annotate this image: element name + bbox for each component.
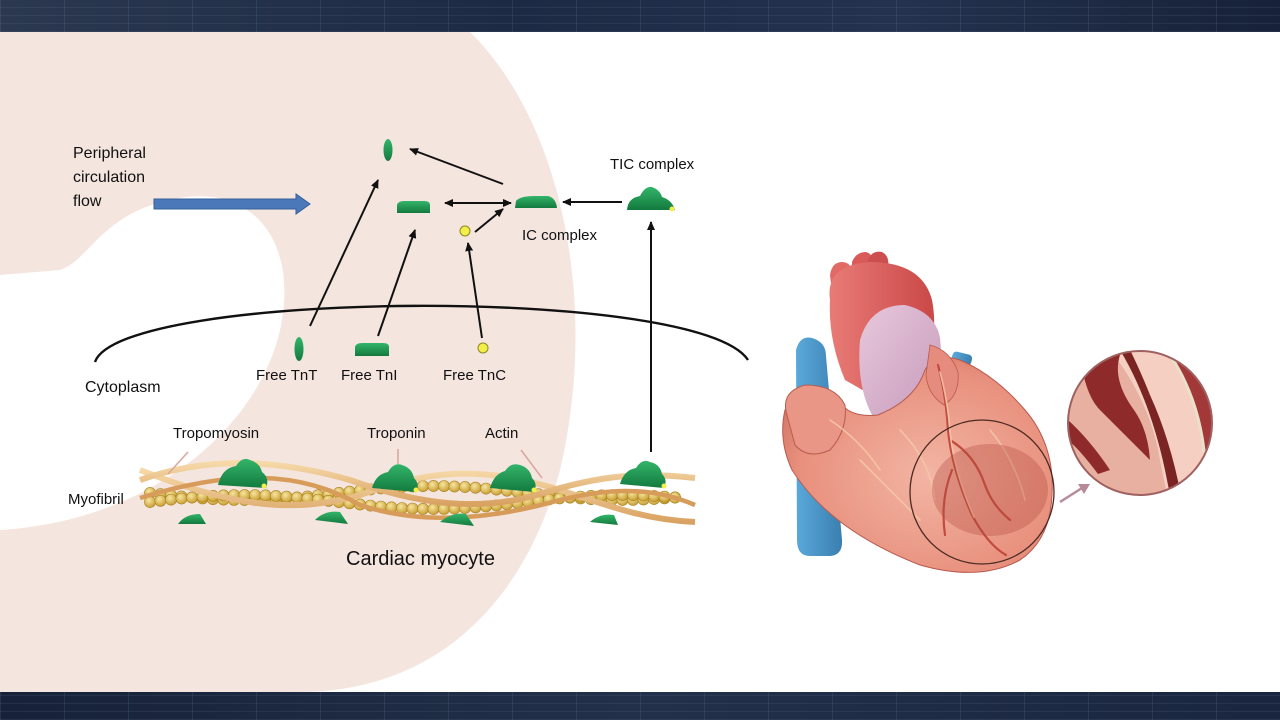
- actin-bead: [186, 491, 198, 504]
- ic-complex-label: IC complex: [522, 227, 598, 244]
- cytoplasm-label: Cytoplasm: [85, 379, 161, 396]
- actin-bead: [438, 480, 450, 492]
- actin-bead: [249, 489, 261, 501]
- pathway-arrows: [309, 148, 655, 452]
- zoom-lens-outline: [909, 419, 1055, 565]
- tropomyosin-label: Tropomyosin: [173, 425, 260, 442]
- ic-complex-icon: [515, 196, 557, 208]
- actin-bead: [406, 502, 419, 515]
- actin-bead: [417, 502, 429, 515]
- free-tni-label: Free TnI: [341, 367, 398, 384]
- bottom-banner: [0, 692, 1280, 720]
- flow-label-line-2: circulation: [73, 169, 146, 186]
- top-banner: [0, 0, 1280, 32]
- myofibril-strand: [138, 458, 696, 526]
- tnc-subunit-icon: [459, 225, 471, 237]
- flow-label-line-1: Peripheral: [73, 145, 146, 162]
- tni-subunit-icon: [397, 201, 430, 213]
- free-tni-icon: [355, 343, 389, 356]
- tnt-subunit-icon: [383, 139, 393, 161]
- tic-complex-icon: [627, 186, 675, 212]
- actin-bead: [280, 490, 293, 503]
- actin-bead: [480, 482, 492, 495]
- free-tnt-label: Free TnT: [256, 367, 318, 384]
- tic-complex-label: TIC complex: [610, 156, 695, 173]
- flow-label-line-3: flow: [73, 193, 102, 210]
- myofibril-label: Myofibril: [68, 491, 124, 508]
- actin-bead: [427, 503, 440, 515]
- heart-illustration: [782, 251, 1090, 573]
- flow-label: Peripheral circulation flow: [73, 142, 146, 214]
- actin-bead: [270, 490, 282, 502]
- actin-bead: [427, 480, 440, 492]
- cardiac-myocyte-caption: Cardiac myocyte: [346, 548, 495, 570]
- free-tnc-icon: [477, 342, 489, 354]
- free-tnc-label: Free TnC: [443, 367, 507, 384]
- actin-bead: [459, 481, 471, 493]
- actin-bead: [175, 492, 188, 505]
- troponin-label: Troponin: [367, 425, 426, 442]
- actin-bead: [417, 480, 429, 492]
- diagram-graphics: [0, 32, 1213, 692]
- actin-bead: [448, 480, 461, 493]
- watermark-shape: [0, 32, 576, 692]
- label-pointers: [167, 449, 543, 479]
- actin-label: Actin: [485, 425, 519, 442]
- free-tnt-icon: [294, 337, 304, 361]
- slide-canvas: Peripheral circulation flow TIC complex …: [0, 32, 1280, 692]
- cell-membrane-arc: [93, 304, 750, 363]
- circulation-flow-arrow: [153, 193, 311, 215]
- actin-bead: [469, 481, 482, 494]
- actin-bead: [259, 489, 272, 502]
- actin-bead: [154, 494, 167, 507]
- actin-bead: [165, 493, 177, 506]
- actin-bead: [396, 502, 408, 514]
- actin-bead: [291, 491, 303, 504]
